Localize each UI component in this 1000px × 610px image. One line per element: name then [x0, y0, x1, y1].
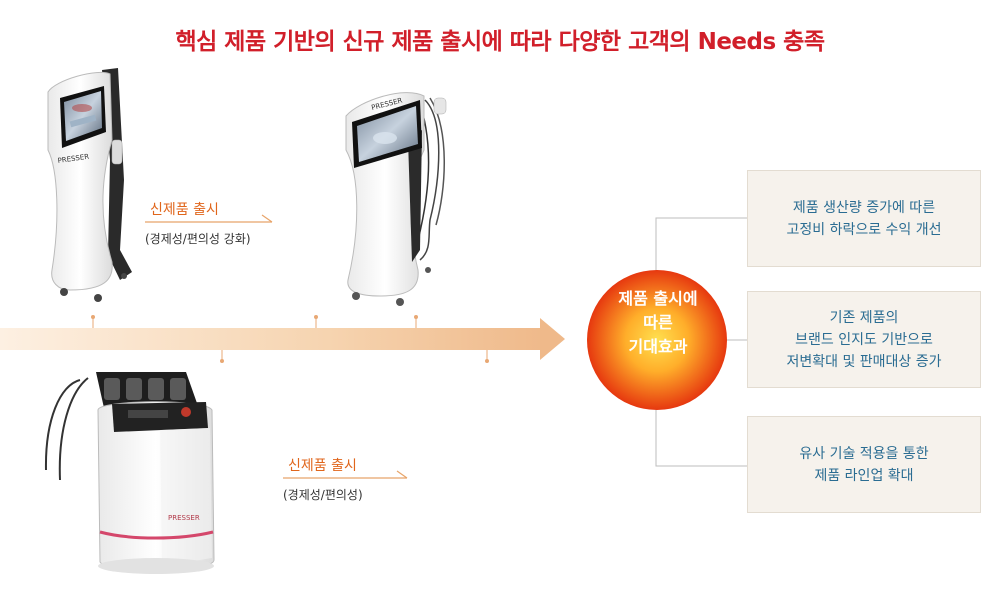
- effect-circle-label: 제품 출시에 따른 기대효과: [596, 287, 720, 359]
- page-title: 핵심 제품 기반의 신규 제품 출시에 따라 다양한 고객의 Needs 충족: [175, 29, 825, 55]
- label-arrow-1: [145, 214, 273, 223]
- effect-circle: [587, 270, 727, 410]
- effect-3-line2: 제품 라인업 확대: [814, 467, 914, 484]
- effect-box-2: 기존 제품의 브랜드 인지도 기반으로 저변확대 및 판매대상 증가: [747, 291, 981, 388]
- effect-connectors: [655, 217, 747, 467]
- effect-1-line2: 고정비 하락으로 수익 개선: [786, 221, 942, 238]
- product-label-2: 신제품 출시: [288, 458, 357, 474]
- product-sub-2: (경제성/편의성): [283, 488, 363, 502]
- effect-circle-line1: 제품 출시에: [618, 289, 698, 308]
- label-arrow-2: [283, 470, 408, 479]
- effect-circle-line2: 따른: [643, 313, 673, 332]
- effect-3-line1: 유사 기술 적용을 통한: [799, 445, 929, 462]
- device-kiosk-2: PRESSER: [345, 92, 447, 306]
- effect-1-line1: 제품 생산량 증가에 따른: [792, 199, 936, 216]
- timeline-arrow: [0, 318, 565, 360]
- effect-box-1: 제품 생산량 증가에 따른 고정비 하락으로 수익 개선: [747, 170, 981, 267]
- timeline-ticks: [91, 315, 489, 363]
- device-brand-3: PRESSER: [168, 514, 200, 522]
- product-sub-1: (경제성/편의성 강화): [145, 232, 251, 246]
- effect-2-line1: 기존 제품의: [829, 309, 899, 326]
- effect-box-3: 유사 기술 적용을 통한 제품 라인업 확대: [747, 416, 981, 513]
- device-kiosk-1: PRESSER: [47, 68, 132, 302]
- product-label-1: 신제품 출시: [150, 202, 219, 218]
- effect-circle-line3: 기대효과: [628, 337, 688, 356]
- device-compact: PRESSER: [44, 372, 215, 574]
- effect-2-line3: 저변확대 및 판매대상 증가: [786, 353, 942, 370]
- effect-2-line2: 브랜드 인지도 기반으로: [795, 331, 933, 348]
